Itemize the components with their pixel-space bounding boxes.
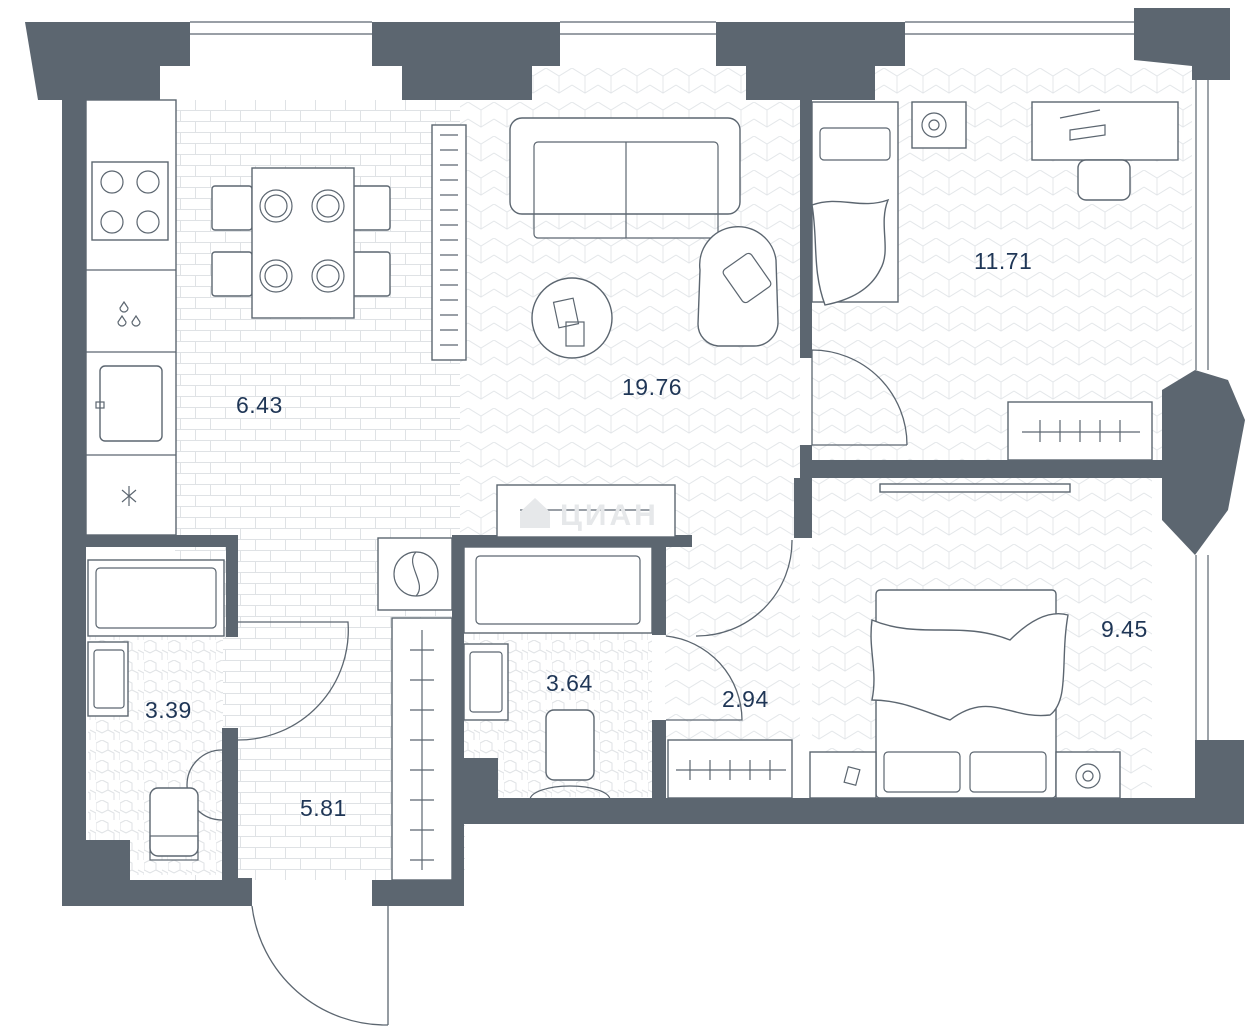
watermark: ЦИАН bbox=[520, 498, 659, 532]
room-area-kitchen: 6.43 bbox=[236, 392, 283, 418]
bedroom-bottom-furniture bbox=[667, 483, 1121, 799]
doors bbox=[186, 349, 908, 1026]
bedroom-top-furniture bbox=[811, 101, 1179, 461]
room-area-bathroom-left: 3.39 bbox=[145, 697, 192, 723]
bathroom-center-fixtures bbox=[463, 546, 653, 801]
room-area-bathroom-center: 3.64 bbox=[546, 670, 593, 696]
dining-table bbox=[211, 167, 391, 319]
room-area-bedroom-bottom: 9.45 bbox=[1101, 616, 1148, 642]
room-area-entrance-hall: 5.81 bbox=[300, 795, 347, 821]
kitchen-fixtures bbox=[85, 99, 177, 536]
room-area-living-room: 19.76 bbox=[622, 374, 683, 400]
bathroom-left-fixtures bbox=[87, 559, 225, 861]
entrance-fixtures bbox=[377, 537, 453, 881]
watermark-text: ЦИАН bbox=[560, 499, 659, 532]
room-area-bedroom-top: 11.71 bbox=[974, 248, 1033, 274]
windows bbox=[190, 21, 1209, 740]
walls bbox=[25, 8, 1245, 906]
room-area-hallway-small: 2.94 bbox=[722, 686, 769, 712]
